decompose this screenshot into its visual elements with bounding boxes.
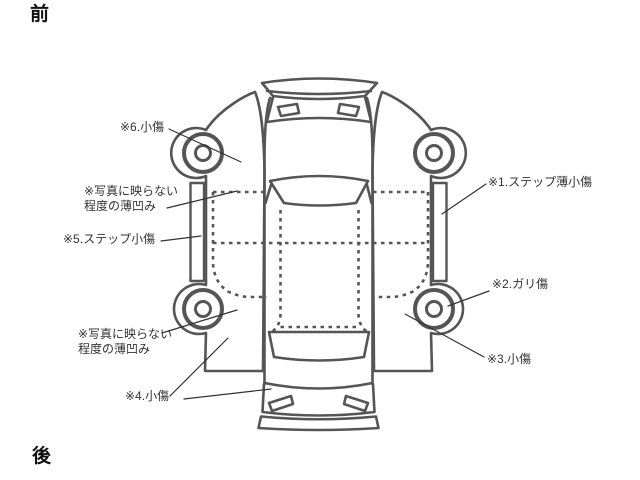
rear-orientation-label: 後 [32,446,52,467]
roof-right-rail [357,210,368,334]
right-door-bottom-outline [374,192,430,299]
body-left-edge [263,96,272,386]
leader-lines [160,128,490,400]
door-fold-dashed-lines [211,190,430,334]
damage-note-6: ※6.小傷 [120,120,165,134]
damage-note-4: ※4.小傷 [125,389,170,403]
rear-skirt [257,415,380,432]
left-taillight [267,394,295,413]
leader-dent-lower [161,309,238,334]
hood-edge-line [265,116,373,124]
leader-note3 [404,313,485,358]
front-fascia-left-edge [265,95,275,123]
rear-bumper-top-line [263,381,374,390]
roof-left-rail [271,210,282,334]
windshield [268,174,370,207]
leader-note2 [447,290,490,307]
leader-note4-bumper [183,388,272,400]
right-panel-outline [371,90,468,373]
damage-note-dent-upper: ※写真に映らない 程度の薄凹み [84,184,179,213]
car-body-top-view [257,77,380,432]
left-side-panel [169,90,266,373]
right-taillight [342,394,370,413]
left-front-hub [194,144,212,162]
damage-note-dent-lower: ※写真に映らない 程度の薄凹み [78,327,173,356]
leader-note5 [160,235,202,242]
leader-note4-panel [169,337,229,397]
front-bumper [260,77,379,101]
rear-window [267,330,371,362]
right-front-hub [425,144,443,162]
body-right-edge [365,96,374,386]
right-side-panel [371,90,468,373]
left-rear-tire [182,288,224,330]
front-orientation-label: 前 [30,4,50,25]
leader-note6 [168,128,242,163]
left-step-molding [189,181,206,283]
right-step-molding [431,181,448,283]
damage-note-2: ※2.ガリ傷 [492,277,549,291]
left-headlight [276,102,301,118]
left-panel-outline [169,90,266,373]
leader-note1 [441,183,487,215]
right-front-tire [413,132,455,174]
damage-note-1: ※1.ステップ薄小傷 [488,175,593,189]
left-a-pillar-line [264,183,273,205]
left-rear-hub [194,300,212,318]
rear-bumper-body [261,382,376,417]
right-a-pillar-line [365,183,373,205]
right-headlight [336,102,361,118]
left-door-bottom-outline [211,192,267,299]
leader-dent-upper [166,190,238,209]
left-front-tire [182,132,224,174]
right-rear-hub [425,300,443,318]
front-bumper-inner-line [265,89,373,96]
damage-note-5: ※5.ステップ小傷 [63,232,156,246]
right-rear-tire [413,288,455,330]
damage-note-3: ※3.小傷 [487,352,532,366]
